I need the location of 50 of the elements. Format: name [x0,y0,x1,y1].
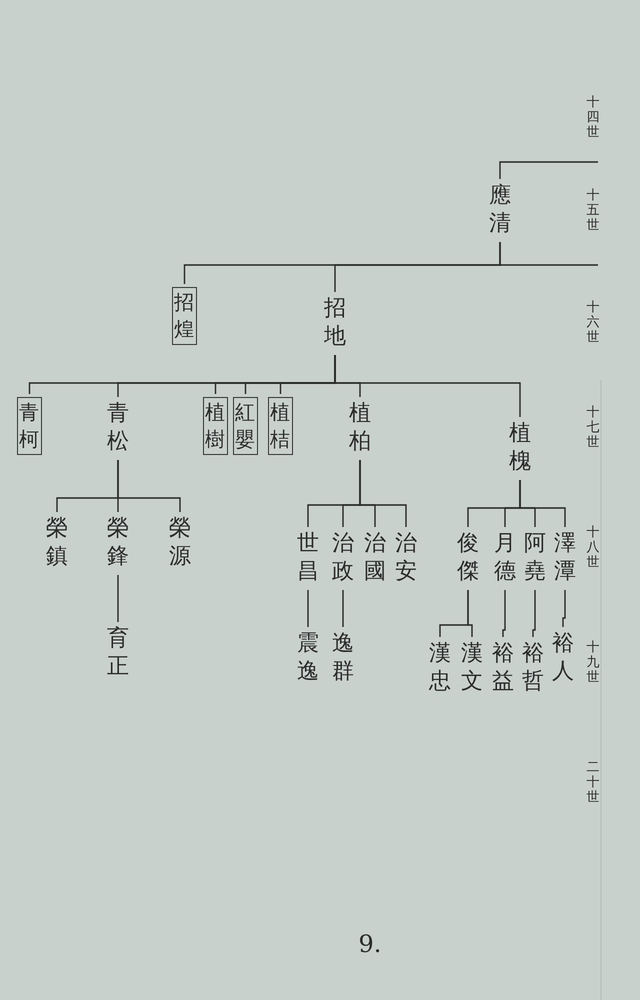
generation-label: 十八世 [586,525,600,570]
name-text: 月德 [493,530,517,586]
connector-line [519,480,566,527]
name-text: 青松 [106,400,130,456]
name-text: 治國 [363,530,387,586]
connector-line [499,161,598,179]
name-text: 澤潭 [553,530,577,586]
generation-label: 十五世 [586,188,600,233]
connector-line [334,355,521,417]
connector-line [359,460,407,527]
name-box: 植樹 [202,397,228,455]
connector-line [562,590,566,627]
name-text: 育正 [106,625,130,681]
connector-line [502,590,506,637]
name-text: 阿堯 [523,530,547,586]
name-text: 榮鋒 [106,515,130,571]
name-text: 應清 [488,182,512,238]
name-box: 招煌 [172,287,196,345]
name-text: 治政 [331,530,355,586]
name-text: 逸群 [331,630,355,686]
name-text: 世昌 [296,530,320,586]
generation-label: 二十世 [586,760,600,805]
name-text: 震逸 [296,630,320,686]
name-text: 裕哲 [521,640,545,696]
name-text: 榮鎮 [45,515,69,571]
name-text: 招地 [323,295,347,351]
name-text: 榮源 [168,515,192,571]
connector-line [307,590,309,627]
name-text: 治安 [394,530,418,586]
generation-label: 十七世 [586,405,600,450]
connector-line [532,590,536,637]
page-number: 9. [358,930,382,958]
name-text: 裕益 [491,640,515,696]
generation-label: 十九世 [586,640,600,685]
connector-line [117,575,119,622]
connector-line [342,590,344,627]
name-text: 漢文 [460,640,484,696]
generation-label: 十四世 [586,95,600,140]
connector-line [117,460,181,512]
name-text: 植槐 [508,420,532,476]
name-text: 裕人 [551,630,575,686]
name-box: 青柯 [16,397,42,455]
generation-label: 十六世 [586,300,600,345]
name-text: 俊傑 [456,530,480,586]
name-box: 紅嬰 [232,397,258,455]
name-text: 植柏 [348,400,372,456]
connector-line [467,590,473,637]
name-text: 漢忠 [428,640,452,696]
name-box: 植桔 [268,397,292,455]
connector-line [334,242,501,292]
